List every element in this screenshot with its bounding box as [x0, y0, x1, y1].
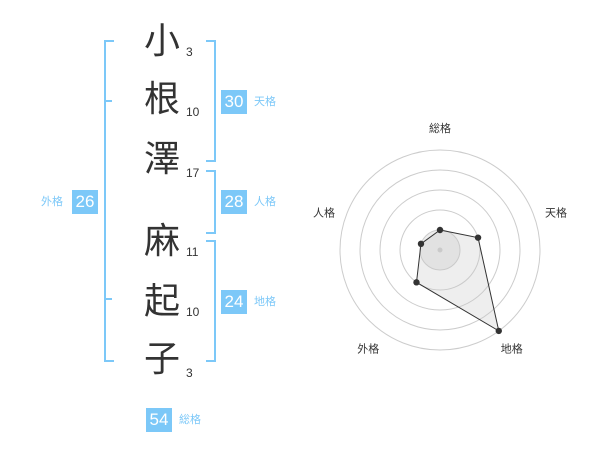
gaikaku-value: 26 — [72, 190, 98, 214]
gaikaku-bracket — [104, 40, 114, 362]
stroke-count-4: 11 — [186, 245, 199, 259]
tenkaku-value: 30 — [221, 90, 247, 114]
radar-axis-label-5: 人格 — [313, 205, 335, 219]
stroke-count-2: 10 — [186, 105, 200, 119]
name-char-2: 根 — [143, 79, 180, 120]
radar-axis-label-3: 地格 — [501, 342, 523, 356]
radar-series-polygon — [415, 229, 500, 332]
name-char-1: 小 — [143, 21, 180, 62]
jinkaku-bracket — [206, 170, 216, 234]
radar-point-2 — [474, 234, 482, 241]
name-char-4: 麻 — [143, 221, 180, 262]
radar-point-5 — [417, 240, 425, 248]
name-char-5: 起 — [143, 281, 180, 322]
stroke-count-5: 10 — [186, 305, 200, 319]
soukaku-value: 54 — [146, 408, 172, 432]
radar-ring — [359, 169, 521, 331]
name-char-3: 澤 — [143, 139, 180, 180]
stroke-count-1: 3 — [186, 45, 193, 59]
radar-ring — [339, 149, 541, 351]
gaikaku-bracket-tick — [104, 100, 112, 102]
radar-point-4 — [413, 279, 420, 286]
tenkaku-label: 天格 — [254, 95, 276, 108]
chikaku-value: 24 — [221, 290, 247, 314]
name-char-6: 子 — [143, 339, 180, 380]
tenkaku-bracket — [206, 40, 216, 162]
soukaku-label: 総格 — [179, 413, 201, 426]
stroke-count-6: 3 — [186, 366, 193, 380]
radar-axis-label-2: 天格 — [545, 205, 567, 219]
radar-center — [437, 247, 443, 253]
radar-axis-label-1: 総格 — [429, 121, 451, 135]
stroke-count-3: 17 — [186, 166, 200, 180]
gaikaku-bracket-tick — [104, 298, 112, 300]
jinkaku-value: 28 — [221, 190, 247, 214]
radar-ring — [379, 189, 501, 311]
radar-ring — [399, 209, 481, 291]
radar-point-1 — [436, 226, 444, 234]
chikaku-label: 地格 — [254, 295, 276, 308]
radar-axis-label-4: 外格 — [357, 342, 379, 356]
radar-point-3 — [495, 327, 502, 335]
gaikaku-label: 外格 — [41, 195, 63, 208]
chikaku-bracket — [206, 240, 216, 362]
jinkaku-label: 人格 — [254, 195, 276, 208]
